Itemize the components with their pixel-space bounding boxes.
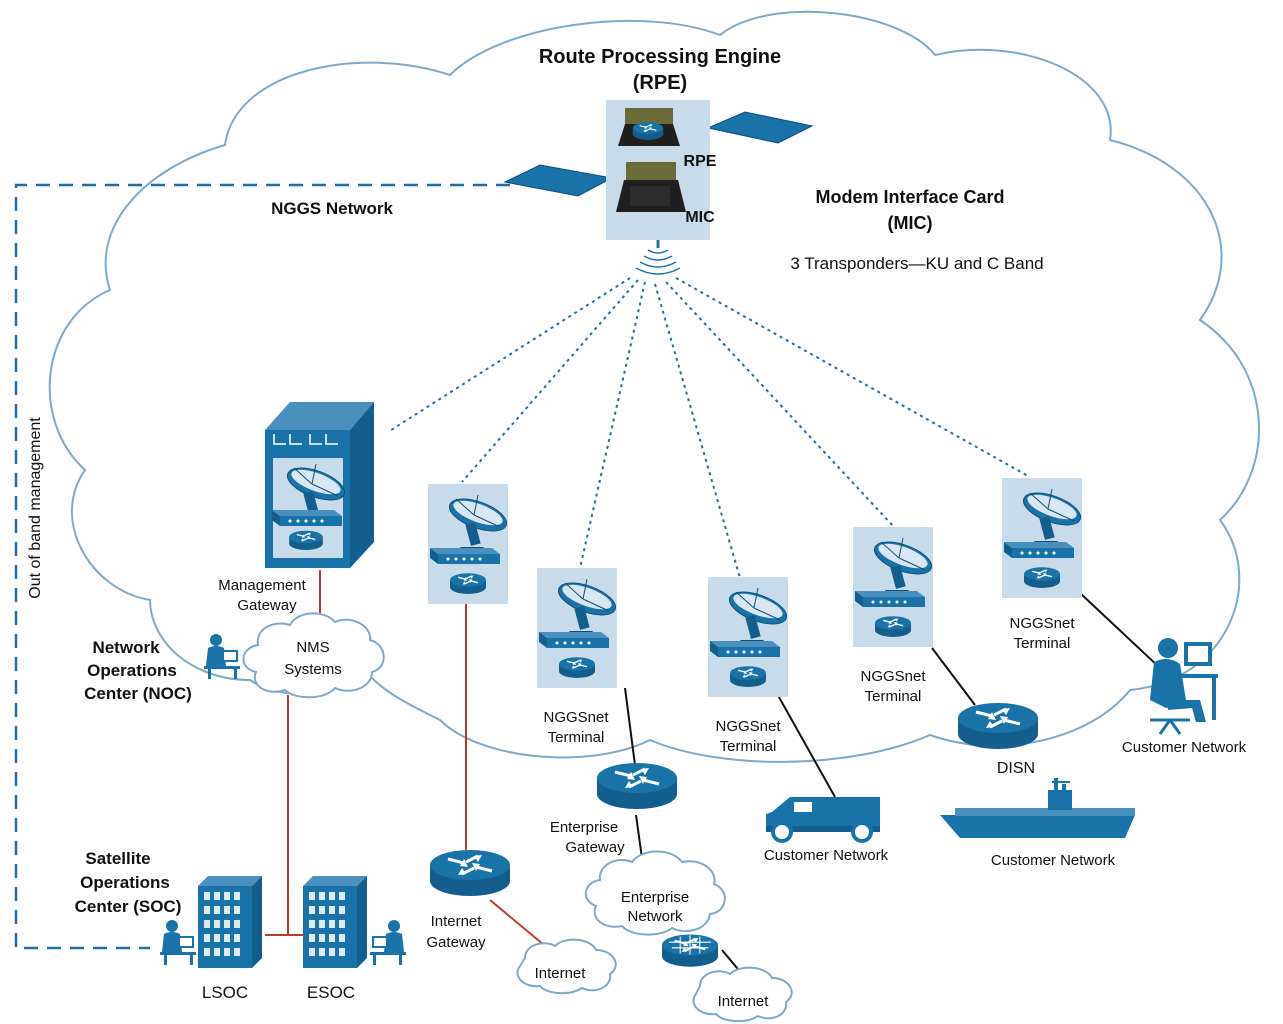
- terminal-label-3b: Terminal: [865, 688, 922, 705]
- internet-label-2: Internet: [718, 993, 770, 1010]
- soc-label-1: Satellite: [85, 849, 150, 868]
- internet-label-1: Internet: [535, 965, 587, 982]
- soc-label-2: Operations: [80, 873, 170, 892]
- mgmt-gateway-label-2: Gateway: [237, 597, 297, 614]
- enterprise-network-label-1: Enterprise: [621, 889, 689, 906]
- rpe-card-label: RPE: [684, 153, 717, 170]
- esoc-building-icon: [303, 876, 367, 968]
- rpe-card-icon: [618, 108, 680, 146]
- rpe-title-line1: Route Processing Engine: [539, 46, 781, 68]
- management-gateway-icon: [265, 402, 374, 568]
- internet-cloud-icon-2: [692, 966, 793, 1022]
- terminal-label-2b: Terminal: [720, 738, 777, 755]
- disn-label: DISN: [997, 760, 1035, 777]
- nggs-cloud-icon: [48, 10, 1261, 763]
- lsoc-person-icon: [160, 920, 196, 965]
- terminal-label-4b: Terminal: [1014, 635, 1071, 652]
- out-of-band-link: [14, 183, 510, 950]
- terminal-label-2a: NGGSnet: [715, 718, 781, 735]
- terminal-vehicle-icon: [708, 577, 791, 697]
- nms-label-2: Systems: [284, 661, 342, 678]
- terminal-label-1b: Terminal: [548, 729, 605, 746]
- nms-links: [265, 570, 551, 951]
- mic-title-line1: Modem Interface Card: [815, 187, 1004, 207]
- lsoc-label: LSOC: [202, 983, 248, 1002]
- terminal-internet-gw-icon: [428, 484, 511, 604]
- ship-icon: [940, 778, 1135, 838]
- customer-network-ship-label: Customer Network: [991, 852, 1116, 869]
- mic-title-line2: (MIC): [888, 213, 933, 233]
- esoc-label: ESOC: [307, 983, 355, 1002]
- lsoc-building-icon: [198, 876, 262, 968]
- enterprise-network-cloud-icon: [585, 850, 726, 936]
- nggs-network-label: NGGS Network: [271, 199, 393, 218]
- enterprise-network-label-2: Network: [627, 908, 683, 925]
- mgmt-gateway-label-1: Management: [218, 577, 306, 594]
- mic-card-icon: [616, 162, 686, 212]
- soc-label-3: Center (SOC): [75, 897, 182, 916]
- noc-label-2: Operations: [87, 661, 177, 680]
- mic-card-label: MIC: [685, 209, 715, 226]
- truck-icon: [766, 797, 880, 843]
- customer-person-icon: [1150, 638, 1218, 735]
- customer-network-person-label: Customer Network: [1122, 739, 1247, 756]
- wireless-links: [387, 277, 1029, 579]
- internet-cloud-icon: [516, 938, 617, 994]
- terminal-label-1a: NGGSnet: [543, 709, 609, 726]
- nms-label-1: NMS: [296, 639, 329, 656]
- noc-label-3: Center (NOC): [84, 684, 192, 703]
- internet-gateway-label-2: Gateway: [426, 934, 486, 951]
- enterprise-gateway-router-icon: [595, 761, 679, 811]
- terminal-label-3a: NGGSnet: [860, 668, 926, 685]
- enterprise-gateway-label-1: Enterprise: [550, 819, 618, 836]
- nms-cloud-icon: [242, 612, 385, 699]
- terminal-label-4a: NGGSnet: [1009, 615, 1075, 632]
- firewall-router-icon: [660, 933, 720, 968]
- internet-gateway-label-1: Internet: [431, 913, 483, 930]
- noc-label-1: Network: [92, 638, 160, 657]
- enterprise-gateway-label-2: Gateway: [565, 839, 625, 856]
- terminal-disn-icon: [853, 527, 936, 647]
- transponders-label: 3 Transponders—KU and C Band: [790, 254, 1043, 273]
- esoc-person-icon: [370, 920, 406, 965]
- satellite-icon: [503, 100, 814, 275]
- rpe-title-line2: (RPE): [633, 72, 687, 94]
- out-of-band-label: Out of band management: [27, 417, 44, 599]
- internet-gateway-router-icon: [428, 848, 512, 898]
- disn-router-icon: [956, 701, 1040, 751]
- customer-network-truck-label: Customer Network: [764, 847, 889, 864]
- terminal-customer-icon: [1002, 478, 1085, 598]
- terminal-enterprise-icon: [537, 568, 620, 688]
